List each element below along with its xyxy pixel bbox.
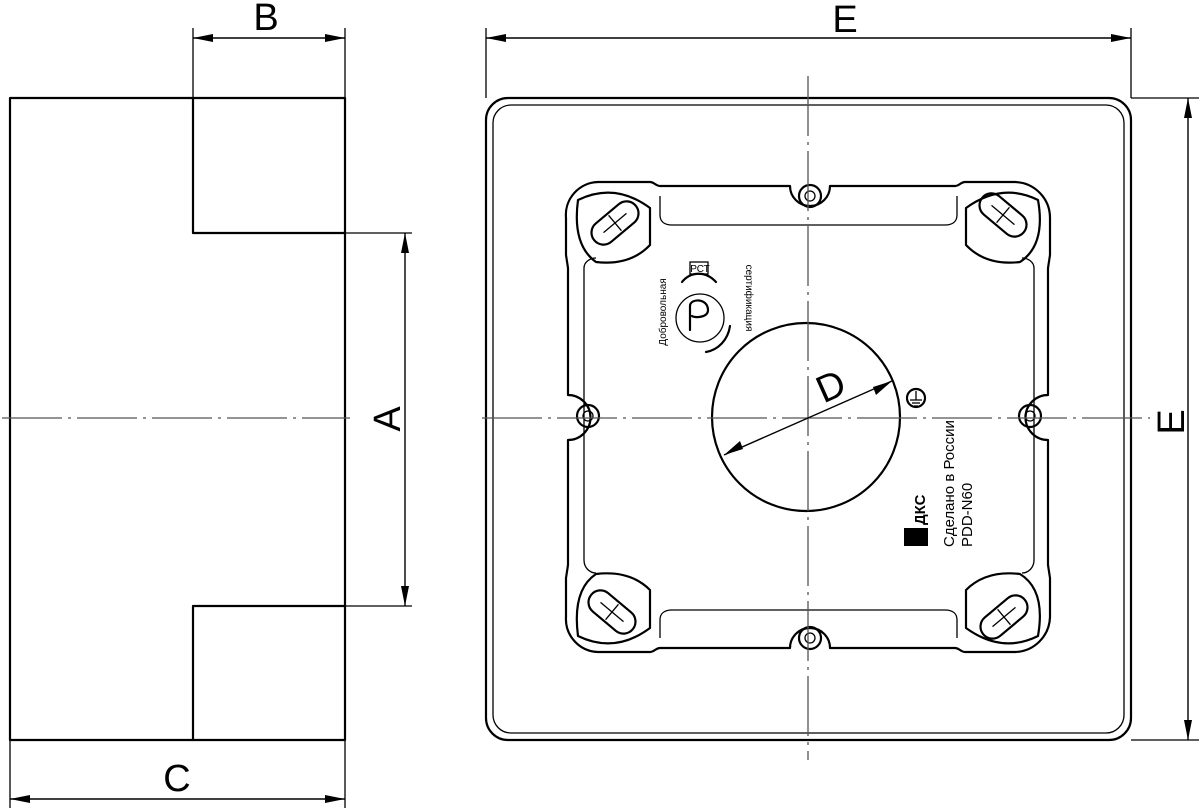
side-view-socket-step — [191, 96, 347, 742]
side-view-outline — [8, 96, 347, 742]
dimension-e-width-label: E — [832, 0, 857, 41]
side-view: B A C — [2, 0, 412, 808]
brand-name: ДКС — [912, 494, 929, 525]
dimension-b-label: B — [253, 0, 278, 39]
dimension-e-height-label: E — [1151, 409, 1193, 434]
corner-boss-top-right — [964, 191, 1041, 264]
cable-entry-circle — [710, 321, 902, 513]
dimension-c: C — [9, 740, 346, 808]
dimension-a-label: A — [367, 406, 409, 432]
certification-mark: РСТ Добровольная сертификация — [657, 261, 755, 354]
made-in-russia-text: Сделано в России — [941, 420, 958, 547]
mounting-hole-left — [575, 403, 601, 429]
corner-boss-bottom-right — [964, 572, 1041, 645]
front-view: D РСТ Добровольная сертификация ДКС Сдел… — [482, 0, 1199, 760]
dimension-c-label: C — [163, 758, 190, 800]
inner-box-outline — [564, 180, 1052, 654]
certification-logo-text: РСТ — [690, 264, 710, 275]
certification-text-right: сертификация — [743, 265, 755, 332]
mounting-hole-bottom — [797, 625, 823, 651]
dimension-a: A — [345, 232, 412, 607]
dimension-e-height: E — [1131, 97, 1199, 741]
corner-boss-top-left — [575, 191, 652, 264]
dimension-d-label: D — [810, 362, 852, 412]
ground-icon — [905, 387, 927, 409]
dimension-b: B — [192, 0, 346, 98]
brand-markings: ДКС Сделано в России PDD-N60 — [904, 420, 976, 547]
mounting-hole-top — [797, 183, 823, 209]
corner-boss-bottom-left — [575, 572, 652, 645]
brand-logo-icon — [904, 528, 928, 546]
dimension-e-width: E — [485, 0, 1132, 98]
model-number-text: PDD-N60 — [959, 483, 976, 547]
certification-text-left: Добровольная — [657, 278, 669, 345]
mounting-hole-right — [1017, 403, 1043, 429]
